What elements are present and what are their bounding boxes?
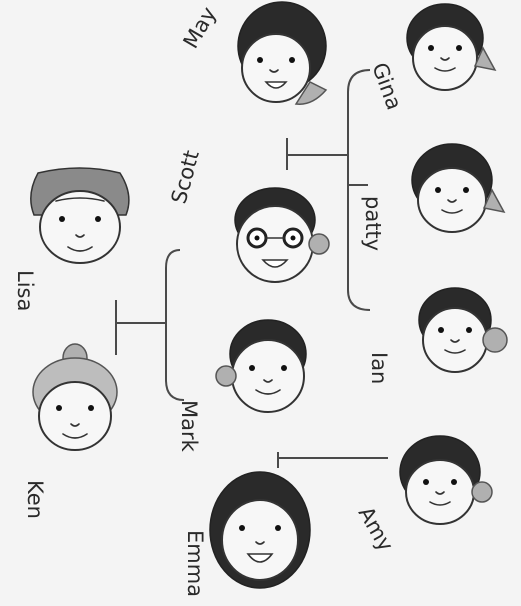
label-lisa: Lisa (13, 270, 37, 311)
face-gina (406, 3, 497, 91)
face-may (237, 1, 328, 105)
label-ian: Ian (367, 352, 391, 384)
label-patty: patty (361, 196, 385, 251)
face-emma (209, 471, 311, 589)
label-emma: Emma (183, 530, 207, 597)
face-patty (411, 143, 506, 233)
connectors (115, 69, 388, 468)
face-ian (418, 287, 508, 373)
face-ken (32, 343, 118, 451)
face-lisa (30, 167, 130, 264)
label-may: May (179, 3, 221, 53)
face-mark (215, 319, 307, 413)
label-amy: Amy (354, 503, 398, 556)
face-scott (234, 187, 330, 283)
sibling-bracket-ian-patty-gina (347, 69, 371, 311)
label-scott: Scott (167, 148, 204, 207)
label-mark: Mark (177, 400, 201, 453)
label-gina: Gina (367, 60, 406, 114)
face-amy (399, 435, 493, 525)
sibling-bracket-mark-scott (165, 249, 185, 401)
label-ken: Ken (23, 480, 47, 519)
